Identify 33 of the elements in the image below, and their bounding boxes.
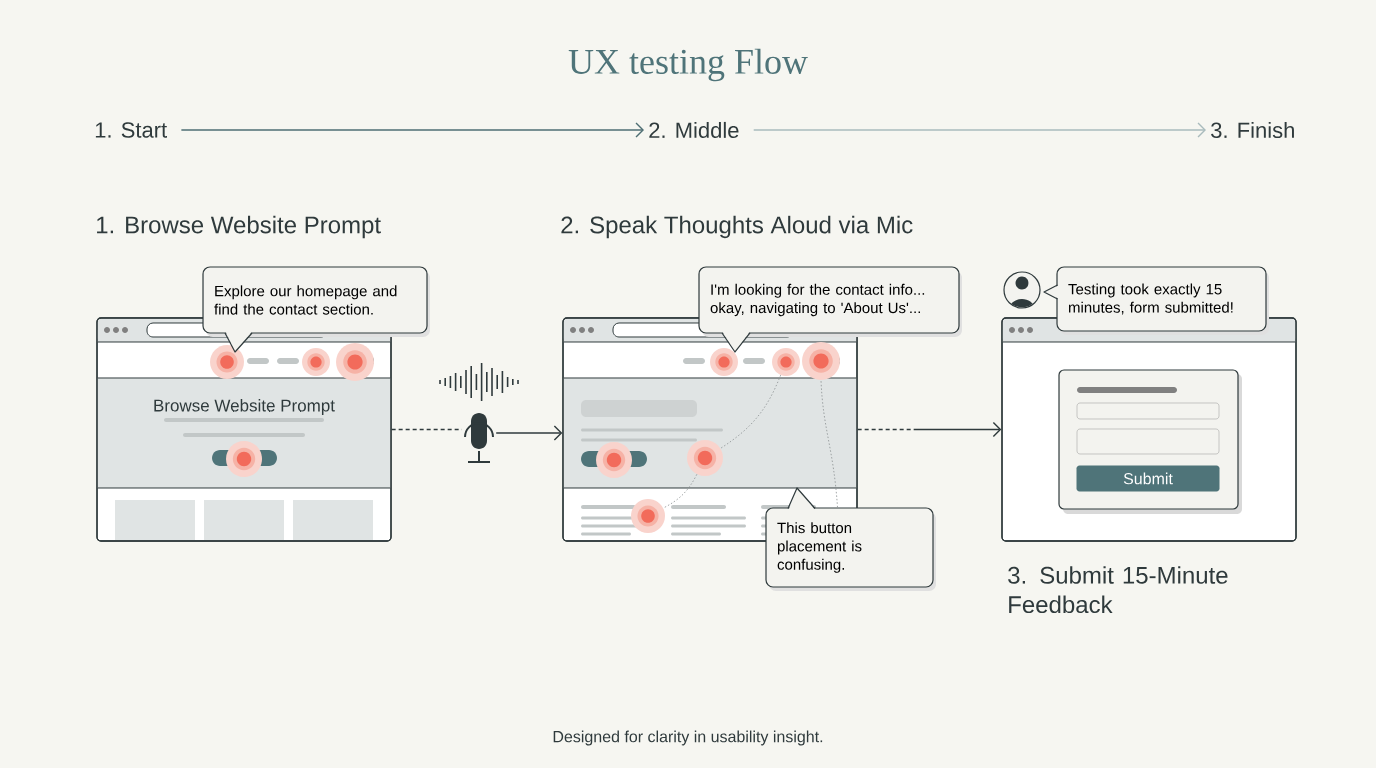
hotspot-marker: [336, 343, 374, 381]
speech-bubble: Explore our homepage and find the contact section.: [202, 266, 430, 353]
speech-bubble: I'm looking for the contact info... okay, navigating to 'About Us'...: [698, 266, 962, 353]
arrow: [495, 425, 563, 441]
caption: Designed for clarity in usability insight.: [553, 730, 823, 746]
microphone-icon: [464, 413, 494, 463]
stage-label: 3. Finish: [1211, 121, 1294, 139]
step-heading: 3. Submit 15-Minute Feedback: [1008, 566, 1228, 614]
hero-text: Browse Website Prompt: [154, 399, 335, 415]
hotspot-marker: [710, 348, 738, 376]
hotspot-marker: [210, 345, 244, 379]
arrow: [753, 122, 1206, 138]
hotspot-marker: [631, 499, 665, 533]
title: UX testing Flow: [568, 48, 808, 82]
hotspot-marker: [687, 440, 723, 476]
hotspot-marker: [596, 442, 632, 478]
click-path: [662, 473, 698, 509]
click-path: [720, 374, 782, 449]
stage-label: 2. Middle: [649, 121, 739, 139]
submit-button: Submit: [1076, 465, 1220, 492]
arrow: [180, 122, 644, 138]
hotspot-marker: [772, 348, 800, 376]
avatar-icon: [1003, 271, 1041, 309]
hotspot-marker: [226, 441, 262, 477]
speech-bubble: Testing took exactly 15 minutes, form submitted!: [1043, 266, 1269, 335]
step-heading: 2. Speak Thoughts Aloud via Mic: [561, 215, 913, 239]
speech-bubble: This button placement is confusing.: [765, 487, 936, 591]
arrow: [856, 421, 1002, 438]
hotspot-marker: [302, 348, 330, 376]
step-heading: 1. Browse Website Prompt: [97, 215, 381, 239]
leader-line: [820, 379, 838, 508]
hotspot-marker: [802, 342, 840, 380]
stage-label: 1. Start: [95, 122, 167, 138]
